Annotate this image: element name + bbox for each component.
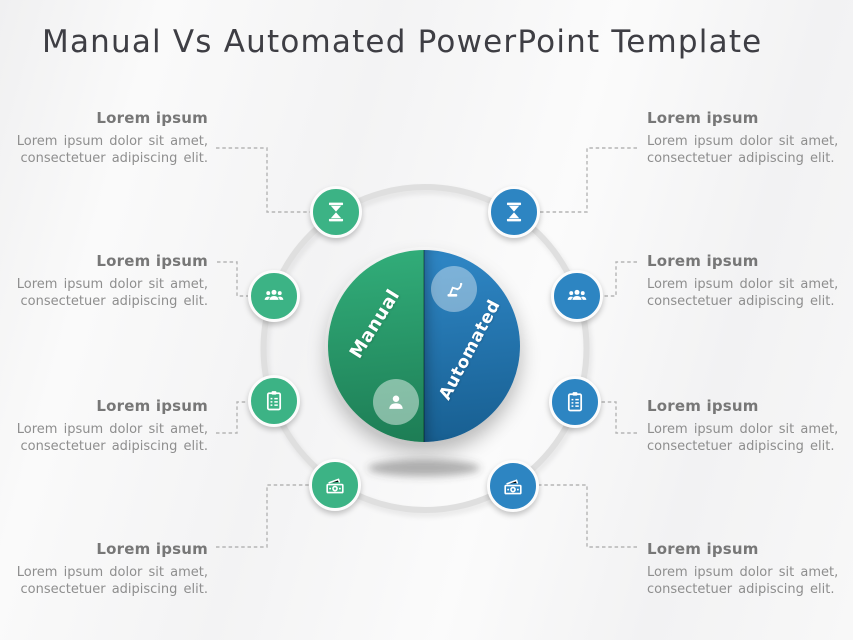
automated-half — [424, 250, 520, 442]
checklist-icon — [266, 391, 282, 411]
callout-body: Lorem ipsum dolor sit amet, consectetuer… — [16, 277, 208, 309]
callout-right-bottom: Lorem ipsum Lorem ipsum dolor sit amet, … — [647, 540, 847, 598]
connector-left-lower — [216, 401, 248, 434]
badge-left-upper — [248, 270, 300, 322]
callout-body: Lorem ipsum dolor sit amet, consectetuer… — [647, 134, 839, 166]
money-icon — [326, 478, 344, 494]
callout-body: Lorem ipsum dolor sit amet, consectetuer… — [647, 565, 839, 597]
center-pie: Manual Automated — [328, 250, 520, 442]
page-title: Manual Vs Automated PowerPoint Template — [42, 24, 763, 60]
callout-heading: Lorem ipsum — [96, 252, 208, 270]
hourglass-icon — [506, 202, 522, 222]
connector-right-bottom — [539, 484, 637, 548]
callout-heading: Lorem ipsum — [647, 540, 759, 558]
pie-divider — [423, 250, 425, 442]
callout-body: Lorem ipsum dolor sit amet, consectetuer… — [16, 422, 208, 454]
connector-right-top — [540, 147, 637, 213]
connector-right-lower — [601, 401, 637, 434]
callout-heading: Lorem ipsum — [96, 397, 208, 415]
callout-right-top: Lorem ipsum Lorem ipsum dolor sit amet, … — [647, 109, 847, 167]
callout-right-lower: Lorem ipsum Lorem ipsum dolor sit amet, … — [647, 397, 847, 455]
team-icon — [264, 289, 284, 300]
connector-left-upper — [217, 261, 248, 297]
callout-heading: Lorem ipsum — [647, 252, 759, 270]
manual-badge — [373, 379, 419, 425]
connector-left-bottom — [216, 484, 309, 548]
callout-left-upper: Lorem ipsum Lorem ipsum dolor sit amet, … — [8, 252, 208, 310]
orbit-ring — [260, 184, 590, 513]
callout-heading: Lorem ipsum — [96, 109, 208, 127]
badge-left-bottom — [309, 459, 361, 511]
callout-left-bottom: Lorem ipsum Lorem ipsum dolor sit amet, … — [8, 540, 208, 598]
automation-badge — [431, 266, 477, 312]
team-icon — [567, 289, 587, 300]
badge-right-upper — [551, 270, 603, 322]
hourglass-icon — [328, 202, 344, 222]
callout-heading: Lorem ipsum — [647, 109, 759, 127]
person-icon — [389, 395, 403, 409]
badge-left-lower — [248, 375, 300, 427]
badge-right-top — [488, 186, 540, 238]
callout-left-top: Lorem ipsum Lorem ipsum dolor sit amet, … — [8, 109, 208, 167]
circle-shadow — [368, 459, 480, 477]
manual-half — [328, 250, 424, 442]
callout-left-lower: Lorem ipsum Lorem ipsum dolor sit amet, … — [8, 397, 208, 455]
badge-right-lower — [549, 376, 601, 428]
badge-right-bottom — [487, 460, 539, 512]
callout-body: Lorem ipsum dolor sit amet, consectetuer… — [16, 565, 208, 597]
connector-right-upper — [603, 261, 637, 297]
callout-heading: Lorem ipsum — [96, 540, 208, 558]
callout-body: Lorem ipsum dolor sit amet, consectetuer… — [647, 277, 839, 309]
badge-left-top — [310, 186, 362, 238]
callout-body: Lorem ipsum dolor sit amet, consectetuer… — [647, 422, 839, 454]
callout-right-upper: Lorem ipsum Lorem ipsum dolor sit amet, … — [647, 252, 847, 310]
money-icon — [504, 479, 522, 495]
callout-heading: Lorem ipsum — [647, 397, 759, 415]
connector-left-top — [216, 147, 310, 213]
checklist-icon — [567, 392, 583, 412]
robot-arm-icon — [447, 282, 463, 297]
callout-body: Lorem ipsum dolor sit amet, consectetuer… — [16, 134, 208, 166]
